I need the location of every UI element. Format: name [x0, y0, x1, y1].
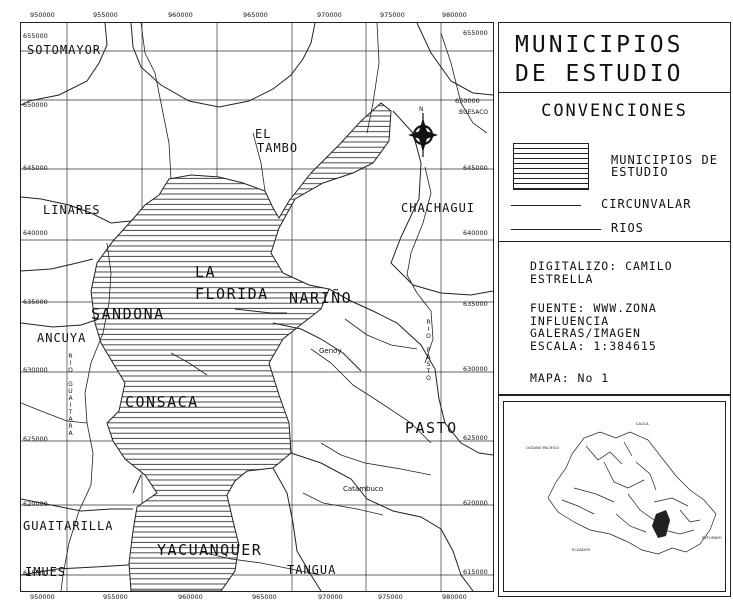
y-tick-left: 615000 — [23, 569, 48, 577]
place-narino: NARIÑO — [289, 289, 353, 307]
x-tick-bottom: 960000 — [178, 593, 203, 601]
locator-label: PUTUMAYO — [702, 536, 722, 540]
legend-hatch-swatch — [513, 143, 589, 190]
x-tick-bottom: 970000 — [318, 593, 343, 601]
y-tick-right: 620000 — [463, 499, 488, 507]
map-title-line: DE ESTUDIO — [515, 61, 684, 87]
place-guaitarilla: GUAITARILLA — [23, 519, 114, 533]
study-area-map: N 655000 650000 645000 640000 635000 630… — [20, 22, 494, 592]
x-tick-top: 950000 — [30, 11, 55, 19]
place-sotomayor: SOTOMAYOR — [27, 43, 102, 57]
north-letter: N — [419, 106, 424, 113]
place-sandona: SANDONA — [91, 305, 165, 323]
place-ancuya: ANCUYA — [37, 331, 87, 345]
locator-label: CAUCA — [636, 422, 649, 426]
locator-label: ECUADOR — [572, 548, 590, 552]
map-drawing — [21, 23, 493, 591]
map-number: MAPA: No 1 — [530, 371, 610, 385]
rivers — [21, 23, 488, 591]
place-genoy: Genoy — [319, 347, 342, 355]
source-and-scale: FUENTE: WWW.ZONA INFLUENCIA GALERAS/IMAG… — [530, 301, 657, 353]
y-tick-right: 635000 — [463, 300, 488, 308]
place-el-tambo: EL — [255, 127, 272, 141]
y-tick-right: 650000 — [455, 97, 480, 105]
place-la-florida: FLORIDA — [195, 285, 269, 303]
locator-label: OCEANO PACIFICO — [526, 446, 560, 450]
x-tick-bottom: 975000 — [378, 593, 403, 601]
north-arrow-icon — [408, 113, 438, 157]
y-tick-right: 655000 — [463, 29, 488, 37]
y-tick-left: 645000 — [23, 164, 48, 172]
municipal-boundaries — [21, 23, 493, 591]
place-tangua: TANGUA — [287, 563, 337, 577]
legend-swatch-rios — [511, 229, 601, 230]
conventions-title: CONVENCIONES — [541, 101, 688, 121]
y-tick-right: 625000 — [463, 434, 488, 442]
x-tick-bottom: 980000 — [442, 593, 467, 601]
y-tick-left: 650000 — [23, 101, 48, 109]
study-municipalities-hatched — [90, 102, 392, 591]
title-panel: MUNICIPIOS DE ESTUDIO CONVENCIONES MUNIC… — [498, 22, 731, 395]
conventions-section: CONVENCIONES MUNICIPIOS DE ESTUDIO CIRCU… — [499, 93, 730, 242]
x-tick-bottom: 955000 — [103, 593, 128, 601]
y-tick-left: 620000 — [23, 500, 48, 508]
place-yacuanquer: YACUANQUER — [157, 541, 263, 559]
legend-label-municipios: MUNICIPIOS DE — [611, 153, 718, 167]
place-buesaco: BUESACO — [459, 109, 489, 116]
place-catambuco: Catambuco — [343, 485, 384, 493]
digitizer-credit: DIGITALIZO: CAMILO ESTRELLA — [530, 259, 673, 286]
place-linares: LINARES — [43, 203, 101, 217]
place-consaca: CONSACA — [125, 393, 199, 411]
y-tick-right: 645000 — [463, 164, 488, 172]
legend-swatch-circunvalar — [511, 205, 581, 206]
y-tick-right: 640000 — [463, 229, 488, 237]
river-label-guaitara: RIO GUAITARA — [67, 353, 74, 437]
y-tick-right: 615000 — [463, 568, 488, 576]
y-tick-left: 655000 — [23, 32, 48, 40]
x-tick-top: 960000 — [168, 11, 193, 19]
place-chachagui: CHACHAGUI — [401, 201, 476, 215]
y-tick-left: 635000 — [23, 298, 48, 306]
x-tick-top: 965000 — [243, 11, 268, 19]
locator-map: OCEANO PACIFICO CAUCA ECUADOR PUTUMAYO — [498, 395, 731, 597]
x-tick-top: 955000 — [93, 11, 118, 19]
place-la-florida: LA — [195, 263, 217, 281]
river-label-pasto: RIO PASTO — [425, 319, 432, 382]
map-title-line: MUNICIPIOS — [515, 32, 684, 58]
y-tick-left: 630000 — [23, 366, 48, 374]
x-tick-top: 970000 — [317, 11, 342, 19]
y-tick-left: 640000 — [23, 229, 48, 237]
study-area-highlight — [652, 510, 670, 538]
x-tick-bottom: 950000 — [30, 593, 55, 601]
x-tick-top: 980000 — [442, 11, 467, 19]
x-tick-top: 975000 — [380, 11, 405, 19]
locator-frame: OCEANO PACIFICO CAUCA ECUADOR PUTUMAYO — [503, 401, 726, 592]
narino-department-outline — [547, 431, 717, 555]
place-el-tambo: TAMBO — [257, 141, 299, 155]
y-tick-left: 625000 — [23, 435, 48, 443]
x-tick-bottom: 965000 — [252, 593, 277, 601]
y-tick-right: 630000 — [463, 365, 488, 373]
legend-label-municipios: ESTUDIO — [611, 165, 669, 179]
place-imues: IMUES — [25, 565, 67, 579]
credits-section: DIGITALIZO: CAMILO ESTRELLA FUENTE: WWW.… — [499, 242, 730, 394]
map-title: MUNICIPIOS DE ESTUDIO — [499, 23, 730, 93]
place-pasto: PASTO — [405, 419, 458, 437]
legend-label-circunvalar: CIRCUNVALAR — [601, 197, 692, 211]
legend-label-rios: RIOS — [611, 221, 644, 235]
